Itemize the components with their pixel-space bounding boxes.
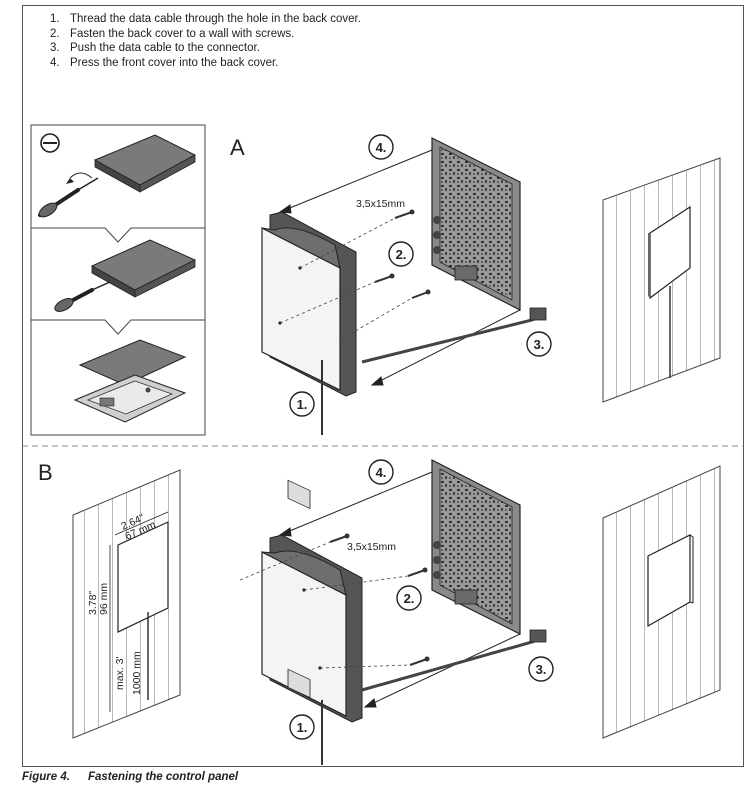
callout-step2-a: 2.: [396, 247, 407, 262]
caption-title: Fastening the control panel: [87, 771, 239, 783]
front-cover-b: [261, 534, 363, 765]
cutout-height-mm: 96 mm: [98, 583, 110, 615]
screw-size-a: 3,5x15mm: [356, 198, 405, 210]
inset-cover-separated: [73, 339, 187, 423]
inset-cover-closed: [38, 134, 197, 218]
cable-connector-a: [529, 307, 547, 321]
callout-step4-b: 4.: [376, 465, 387, 480]
front-cover-a: [261, 211, 357, 510]
instruction-text: Thread the data cable through the hole i…: [70, 13, 361, 25]
cutout-height-in: 3.78": [87, 591, 99, 615]
callout-step3-b: 3.: [536, 662, 547, 677]
press-arrows-b: [278, 471, 521, 708]
instruction-item: 1.Thread the data cable through the hole…: [50, 12, 370, 27]
data-cable-a: [361, 313, 546, 364]
screws-a: [374, 209, 431, 299]
panel-a-label: A: [230, 135, 245, 160]
instruction-list: 1.Thread the data cable through the hole…: [50, 12, 370, 70]
instruction-text: Push the data cable to the connector.: [70, 42, 260, 55]
callout-step4-a: 4.: [376, 140, 387, 155]
max-height-in: max. 3': [114, 656, 126, 690]
callout-step3-a: 3.: [534, 337, 545, 352]
figure-frame: [22, 5, 744, 767]
inset-cover-prying: [54, 239, 197, 312]
instruction-text: Fasten the back cover to a wall with scr…: [70, 27, 295, 40]
instruction-item: 3.Push the data cable to the connector.: [50, 41, 370, 56]
wall-mounted-b: [602, 465, 721, 739]
back-cover-pcb-a: [431, 137, 521, 311]
panel-b-callouts: 4. 2. 3. 1. 3,5x15mm: [289, 459, 554, 740]
screw-size-b: 3,5x15mm: [347, 541, 396, 553]
screw-guides-a: [279, 217, 413, 341]
figure-caption: Figure 4. Fastening the control panel: [22, 771, 238, 783]
instruction-text: Press the front cover into the back cove…: [70, 56, 279, 69]
panel-a-assembly: [261, 137, 547, 510]
removal-inset: [30, 124, 206, 436]
panel-b-assembly: [239, 459, 547, 765]
instruction-item: 2.Fasten the back cover to a wall with s…: [50, 27, 370, 42]
callout-step1-a: 1.: [297, 397, 308, 412]
flat-screwdriver-symbol: [40, 133, 60, 153]
screws-b: [329, 533, 430, 666]
instruction-item: 4.Press the front cover into the back co…: [50, 56, 370, 71]
callout-step1-b: 1.: [297, 720, 308, 735]
callout-step2-b: 2.: [404, 591, 415, 606]
panel-b-label: B: [38, 460, 53, 485]
press-arrows-a: [278, 149, 521, 386]
wall-mounted-a: [602, 157, 721, 403]
wall-cutout-b: 2.64" 67 mm 3.78" 96 mm max. 3' 1000 mm: [72, 469, 181, 739]
back-cover-pcb-b: [431, 459, 521, 635]
max-height-mm: 1000 mm: [131, 651, 143, 695]
data-cable-b: [361, 635, 546, 692]
cable-connector-b: [529, 629, 547, 643]
screw-guides-b: [239, 541, 411, 669]
panel-a-callouts: 4. 2. 3. 1. 3,5x15mm: [289, 134, 552, 417]
caption-label: Figure 4.: [22, 771, 70, 783]
